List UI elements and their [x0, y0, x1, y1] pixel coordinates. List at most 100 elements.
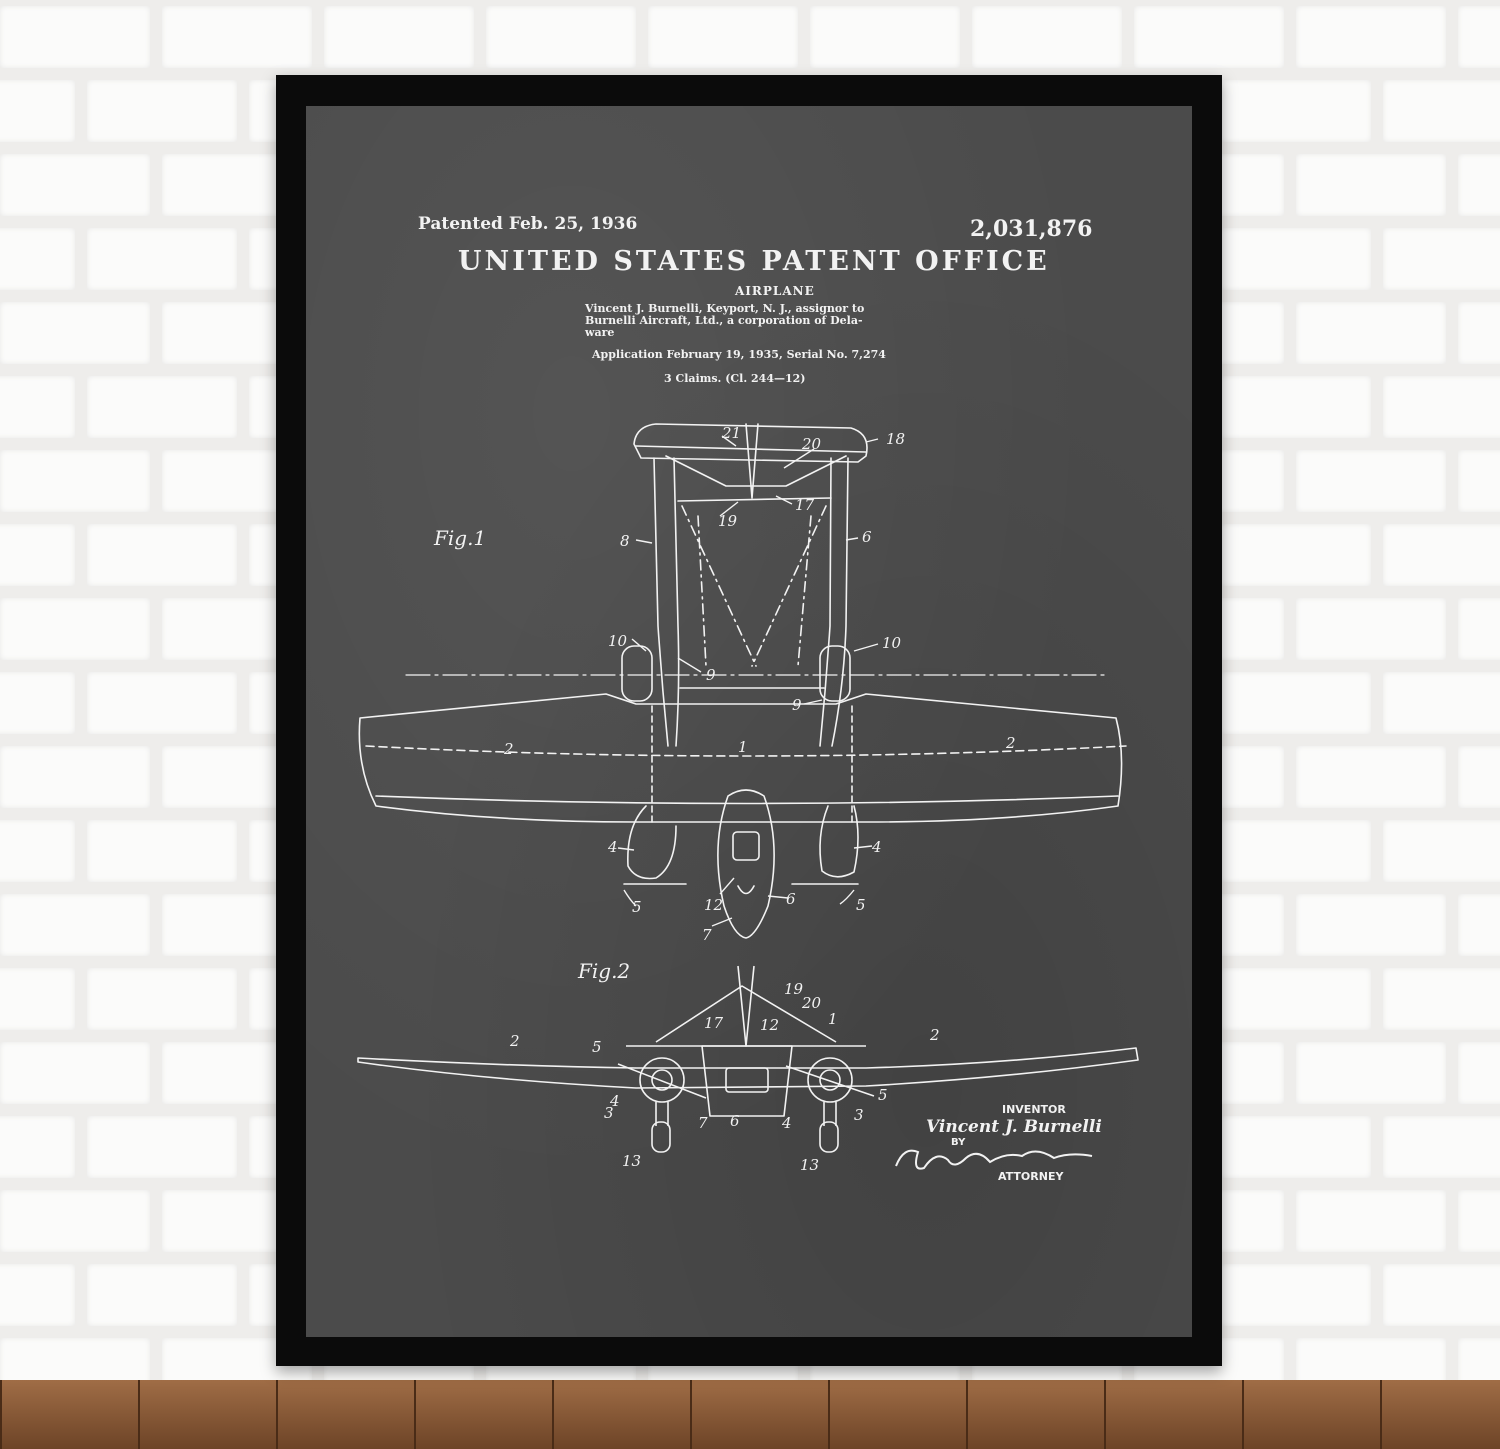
brick: [87, 1116, 237, 1178]
brick: [0, 968, 75, 1030]
brick: [87, 228, 237, 290]
brick: [0, 1264, 75, 1326]
floor-plank: [690, 1380, 828, 1449]
svg-text:19: 19: [784, 980, 804, 998]
fig2-label: Fig.2: [578, 959, 631, 983]
brick: [1383, 1264, 1500, 1326]
svg-text:20: 20: [801, 435, 822, 453]
brick: [1383, 1116, 1500, 1178]
brick: [1458, 154, 1500, 216]
brick: [1383, 80, 1500, 142]
fig2-drawing: [357, 965, 1139, 1153]
brick: [1458, 598, 1500, 660]
svg-text:7: 7: [702, 926, 712, 944]
brick: [87, 524, 237, 586]
floor-plank: [414, 1380, 552, 1449]
brick: [0, 746, 150, 808]
floor-plank: [1104, 1380, 1242, 1449]
patent-poster: Patented Feb. 25, 1936 2,031,876 UNITED …: [306, 106, 1192, 1337]
svg-text:6: 6: [730, 1112, 740, 1130]
chalkboard-texture: [306, 106, 1192, 1337]
by-label: BY: [951, 1137, 966, 1148]
svg-text:8: 8: [620, 532, 630, 550]
brick: [1134, 6, 1284, 68]
floor-plank: [828, 1380, 966, 1449]
brick: [1458, 6, 1500, 68]
brick: [1383, 672, 1500, 734]
brick: [0, 154, 150, 216]
brick: [1296, 1190, 1446, 1252]
svg-text:2: 2: [503, 740, 514, 758]
wood-floor: [0, 1380, 1500, 1449]
brick: [1296, 746, 1446, 808]
brick: [1296, 6, 1446, 68]
brick: [0, 672, 75, 734]
patent-number: 2,031,876: [970, 216, 1093, 242]
svg-text:3: 3: [604, 1104, 614, 1122]
brick: [1383, 820, 1500, 882]
svg-text:13: 13: [622, 1152, 641, 1170]
brick: [972, 6, 1122, 68]
brick: [0, 302, 150, 364]
inventor-name: Vincent J. Burnelli: [926, 1117, 1102, 1137]
svg-text:2: 2: [1005, 734, 1016, 752]
brick: [1221, 80, 1371, 142]
brick: [1296, 154, 1446, 216]
brick: [0, 376, 75, 438]
svg-text:9: 9: [792, 696, 802, 714]
svg-text:7: 7: [698, 1114, 708, 1132]
office-heading: UNITED STATES PATENT OFFICE: [458, 246, 1050, 277]
floor-plank: [138, 1380, 276, 1449]
svg-text:4: 4: [607, 838, 618, 856]
brick: [1383, 228, 1500, 290]
brick: [1383, 376, 1500, 438]
brick: [648, 6, 798, 68]
brick: [1458, 746, 1500, 808]
brick: [0, 450, 150, 512]
brick: [1221, 672, 1371, 734]
svg-text:4: 4: [871, 838, 882, 856]
brick: [0, 80, 75, 142]
brick: [1458, 1190, 1500, 1252]
svg-text:4: 4: [609, 1092, 620, 1110]
brick: [1296, 302, 1446, 364]
brick: [324, 6, 474, 68]
brick: [0, 894, 150, 956]
svg-text:5: 5: [856, 896, 866, 914]
brick: [1221, 820, 1371, 882]
brick: [1296, 894, 1446, 956]
brick: [1221, 376, 1371, 438]
fig1-leaders: [617, 435, 879, 927]
svg-text:12: 12: [704, 896, 723, 914]
svg-text:1: 1: [828, 1010, 838, 1028]
svg-text:10: 10: [882, 634, 902, 652]
brick: [1383, 968, 1500, 1030]
brick: [1458, 1042, 1500, 1104]
svg-text:3: 3: [854, 1106, 864, 1124]
brick: [1221, 968, 1371, 1030]
svg-text:9: 9: [706, 666, 716, 684]
brick: [87, 672, 237, 734]
svg-text:21: 21: [721, 424, 741, 442]
inventor-label: INVENTOR: [1002, 1103, 1066, 1116]
svg-text:5: 5: [632, 898, 642, 916]
brick: [1458, 894, 1500, 956]
svg-text:2: 2: [929, 1026, 940, 1044]
brick: [87, 820, 237, 882]
floor-plank: [966, 1380, 1104, 1449]
brick: [0, 524, 75, 586]
brick: [0, 1190, 150, 1252]
brick: [87, 80, 237, 142]
svg-text:5: 5: [878, 1086, 888, 1104]
patented-date: Patented Feb. 25, 1936: [418, 214, 638, 234]
svg-text:12: 12: [760, 1016, 779, 1034]
svg-text:5: 5: [592, 1038, 602, 1056]
svg-text:1: 1: [738, 738, 748, 756]
svg-text:20: 20: [801, 994, 822, 1012]
brick: [0, 598, 150, 660]
brick: [486, 6, 636, 68]
svg-text:4: 4: [781, 1114, 792, 1132]
